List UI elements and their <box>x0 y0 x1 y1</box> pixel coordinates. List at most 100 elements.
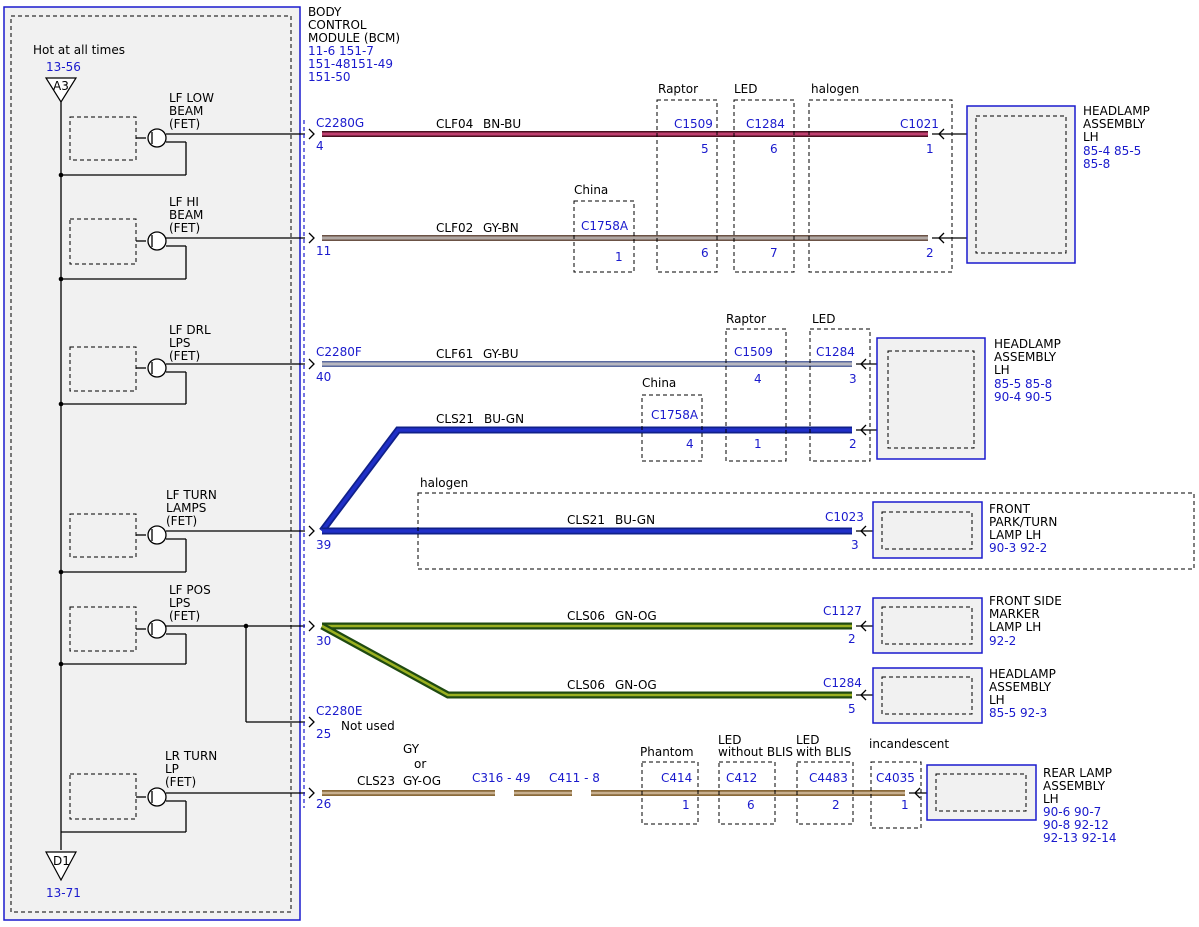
component-headlamp-1[interactable] <box>966 105 1076 264</box>
headlamp2-name-1: HEADLAMP <box>994 337 1061 351</box>
connector-c1284-b[interactable]: C1284 <box>816 345 855 359</box>
headlamp3-ref-1[interactable]: 85-5 92-3 <box>989 706 1047 720</box>
variant-phantom: Phantom <box>640 745 694 759</box>
connector-triangle-bottom <box>44 851 78 882</box>
pin-number: 1 <box>615 250 623 264</box>
bcm-pin-39: 39 <box>316 538 331 552</box>
connector-c411[interactable]: C411 - 8 <box>549 771 600 785</box>
variant-led-2: LED <box>812 312 836 326</box>
headlamp2-name-2: ASSEMBLY <box>994 350 1057 364</box>
output-lf-pos-3: (FET) <box>169 609 200 623</box>
variant-halogen-2: halogen <box>420 476 468 490</box>
component-side-marker-lamp[interactable] <box>872 597 983 654</box>
pin-number: 2 <box>849 437 857 451</box>
power-ref-bottom[interactable]: 13-71 <box>46 886 81 900</box>
bcm-connector-e[interactable]: C2280E <box>316 704 363 718</box>
headlamp2-name-3: LH <box>994 363 1010 377</box>
variant-led-1: LED <box>734 82 758 96</box>
connector-c414[interactable]: C414 <box>661 771 692 785</box>
output-lr-turn-3: (FET) <box>165 775 196 789</box>
component-headlamp-3[interactable] <box>872 667 983 724</box>
bcm-name-line3: MODULE (BCM) <box>308 31 400 45</box>
output-lf-drl-1: LF DRL <box>169 323 211 337</box>
connector-c4035[interactable]: C4035 <box>876 771 915 785</box>
output-lf-turn-2: LAMPS <box>166 501 206 515</box>
pin-number: 2 <box>926 246 934 260</box>
connector-c1284-a[interactable]: C1284 <box>746 117 785 131</box>
output-lf-hi-2: BEAM <box>169 208 203 222</box>
output-lf-pos-1: LF POS <box>169 583 211 597</box>
park-turn-ref-1[interactable]: 90-3 92-2 <box>989 541 1047 555</box>
wire-cls21-diagonal[interactable] <box>319 426 852 534</box>
output-lf-pos-2: LPS <box>169 596 191 610</box>
connector-c1023[interactable]: C1023 <box>825 510 864 524</box>
variant-led-blis-1: LED <box>796 733 820 747</box>
wire-clf02-circuit: CLF02 <box>436 221 473 235</box>
power-ref-top[interactable]: 13-56 <box>46 60 81 74</box>
variant-box-china-2 <box>641 394 703 462</box>
output-lf-low-1: LF LOW <box>169 91 214 105</box>
wire-cls06a-circuit: CLS06 <box>567 609 605 623</box>
component-rear-lamp[interactable] <box>926 764 1037 821</box>
connector-c1509-b[interactable]: C1509 <box>734 345 773 359</box>
bcm-ref-1[interactable]: 11-6 151-7 <box>308 44 374 58</box>
variant-led-no-blis-2: without BLIS <box>718 745 793 759</box>
wire-clf04-circuit: CLF04 <box>436 117 473 131</box>
headlamp1-name-3: LH <box>1083 130 1099 144</box>
power-pin-top: A3 <box>53 79 69 93</box>
output-lf-turn-1: LF TURN <box>166 488 217 502</box>
variant-box-halogen-1 <box>808 99 953 273</box>
variant-box-led-1 <box>733 99 795 273</box>
variant-raptor-2: Raptor <box>726 312 766 326</box>
side-marker-name-3: LAMP LH <box>989 620 1041 634</box>
headlamp2-ref-1[interactable]: 85-5 85-8 <box>994 377 1052 391</box>
output-lf-drl-2: LPS <box>169 336 191 350</box>
connector-c1509-a[interactable]: C1509 <box>674 117 713 131</box>
headlamp1-name-1: HEADLAMP <box>1083 104 1150 118</box>
connector-c1021[interactable]: C1021 <box>900 117 939 131</box>
output-lr-turn-2: LP <box>165 762 179 776</box>
output-lf-drl-3: (FET) <box>169 349 200 363</box>
rear-lamp-name-3: LH <box>1043 792 1059 806</box>
fet-lf-drl <box>61 346 305 405</box>
variant-box-led-blis <box>796 761 854 825</box>
bcm-pin-4: 4 <box>316 139 324 153</box>
connector-c412[interactable]: C412 <box>726 771 757 785</box>
variant-box-phantom <box>641 761 699 825</box>
bcm-connector-f[interactable]: C2280F <box>316 345 362 359</box>
variant-box-incandescent <box>870 761 922 829</box>
output-lf-turn-3: (FET) <box>166 514 197 528</box>
bcm-pin-chevrons <box>308 128 315 799</box>
fet-lf-turn <box>61 513 305 573</box>
headlamp2-ref-2[interactable]: 90-4 90-5 <box>994 390 1052 404</box>
headlamp1-ref-1[interactable]: 85-4 85-5 <box>1083 144 1141 158</box>
connector-c4483[interactable]: C4483 <box>809 771 848 785</box>
connector-c1284-c[interactable]: C1284 <box>823 676 862 690</box>
wire-cls21a-color: BU-GN <box>484 412 524 426</box>
side-marker-ref-1[interactable]: 92-2 <box>989 634 1016 648</box>
rear-lamp-name-1: REAR LAMP <box>1043 766 1112 780</box>
connector-c316[interactable]: C316 - 49 <box>472 771 531 785</box>
rear-lamp-ref-1[interactable]: 90-6 90-7 <box>1043 805 1101 819</box>
headlamp1-ref-2[interactable]: 85-8 <box>1083 157 1110 171</box>
connector-c1758a-a[interactable]: C1758A <box>581 219 629 233</box>
bcm-pin-25: 25 <box>316 727 331 741</box>
wire-cls06-diagonal[interactable] <box>320 622 852 699</box>
bcm-pin-30: 30 <box>316 634 331 648</box>
component-headlamp-2[interactable] <box>876 337 986 460</box>
wire-cls23-circuit: CLS23 <box>357 774 395 788</box>
bcm-ref-2[interactable]: 151-48151-49 <box>308 57 393 71</box>
connector-c1127[interactable]: C1127 <box>823 604 862 618</box>
connector-c1758a-b[interactable]: C1758A <box>651 408 699 422</box>
variant-box-halogen-2 <box>417 492 1195 570</box>
bcm-pin-11: 11 <box>316 244 331 258</box>
power-label: Hot at all times <box>33 43 125 57</box>
headlamp1-name-2: ASSEMBLY <box>1083 117 1146 131</box>
component-park-turn-lamp[interactable] <box>872 501 983 559</box>
pin-number: 6 <box>770 142 778 156</box>
rear-lamp-ref-2[interactable]: 90-8 92-12 <box>1043 818 1109 832</box>
bcm-pin-26: 26 <box>316 797 331 811</box>
rear-lamp-ref-3[interactable]: 92-13 92-14 <box>1043 831 1117 845</box>
bcm-connector-g[interactable]: C2280G <box>316 116 364 130</box>
bcm-ref-3[interactable]: 151-50 <box>308 70 351 84</box>
